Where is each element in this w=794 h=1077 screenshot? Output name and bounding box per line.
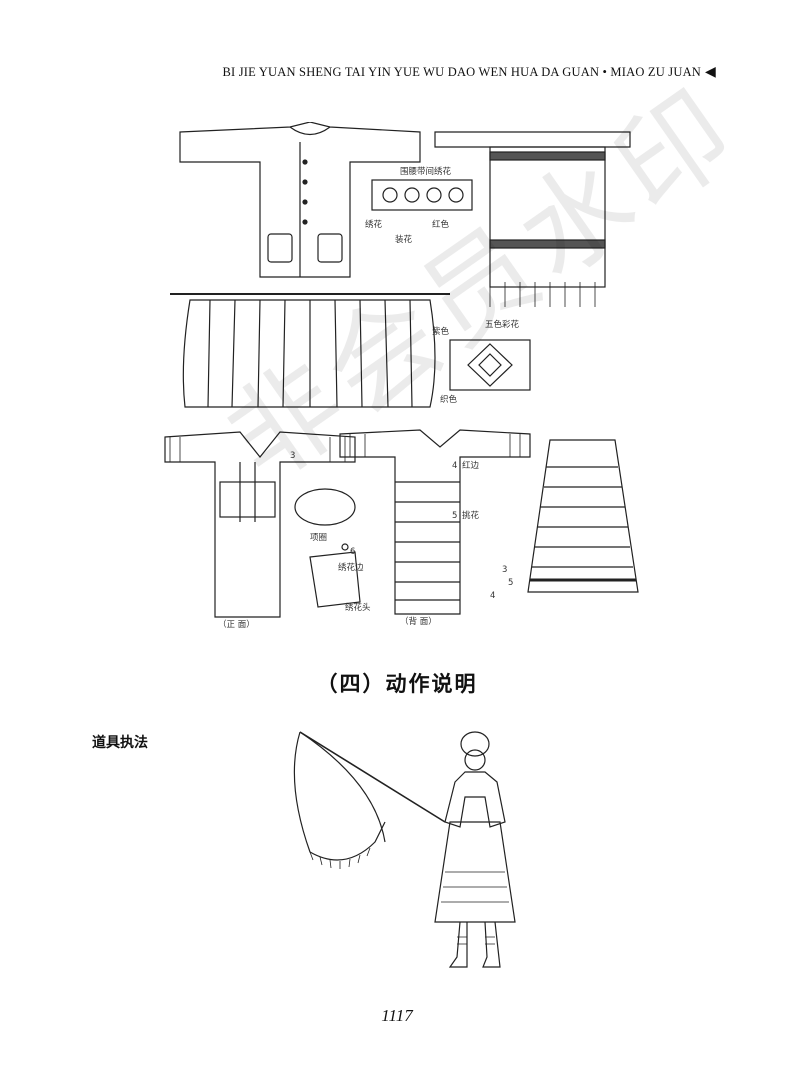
annotation: 3 xyxy=(290,451,295,461)
annotation: 6 xyxy=(350,547,355,557)
annotation: 5 xyxy=(452,511,457,521)
running-title: BI JIE YUAN SHENG TAI YIN YUE WU DAO WEN… xyxy=(222,65,702,79)
jacket-drawing xyxy=(179,121,421,278)
section-title: （四）动作说明 xyxy=(316,672,478,696)
annotation: 红边 xyxy=(462,460,480,471)
annotation: 围腰带间绣花 xyxy=(400,166,452,177)
annotation: 5 xyxy=(508,578,513,588)
annotation: 绣花边 xyxy=(338,562,364,573)
annotation: 紫色 xyxy=(432,326,450,337)
fringed-prop-drawing xyxy=(293,731,386,861)
page-number: 1117 xyxy=(381,1006,413,1025)
annotation: 4 xyxy=(490,591,495,601)
annotation: 五色彩花 xyxy=(485,319,520,330)
pleated-skirt-drawing xyxy=(170,293,450,408)
annotation: 红色 xyxy=(432,219,450,230)
dancer-illustration xyxy=(285,722,530,984)
annotation: 4 xyxy=(452,461,457,471)
side-label: 道具执法 xyxy=(92,735,148,751)
apron-drawing xyxy=(371,131,631,391)
figure-caption-back: （背 面） xyxy=(400,616,437,627)
annotation: 绣花 xyxy=(365,219,383,230)
costume-illustration: 围腰带间绣花 绣花 装花 红色 五色彩花 紫色 织色 4 红边 5 挑花 3 项… xyxy=(160,121,650,632)
back-garment-drawing xyxy=(339,429,531,615)
annotation: 项圈 xyxy=(310,533,327,543)
tapered-skirt-drawing xyxy=(527,439,639,593)
dancer-figure-drawing xyxy=(434,731,516,968)
annotation: 绣花头 xyxy=(345,602,371,613)
annotation: 挑花 xyxy=(462,510,480,521)
front-garment-drawing xyxy=(164,431,361,618)
annotation: 3 xyxy=(502,565,507,575)
triangle-marker-icon: ◀ xyxy=(705,65,716,80)
running-header: BI JIE YUAN SHENG TAI YIN YUE WU DAO WEN… xyxy=(222,64,716,81)
annotation: 装花 xyxy=(395,234,413,245)
figure-caption-front: （正 面） xyxy=(218,619,255,630)
annotation: 织色 xyxy=(440,394,458,405)
